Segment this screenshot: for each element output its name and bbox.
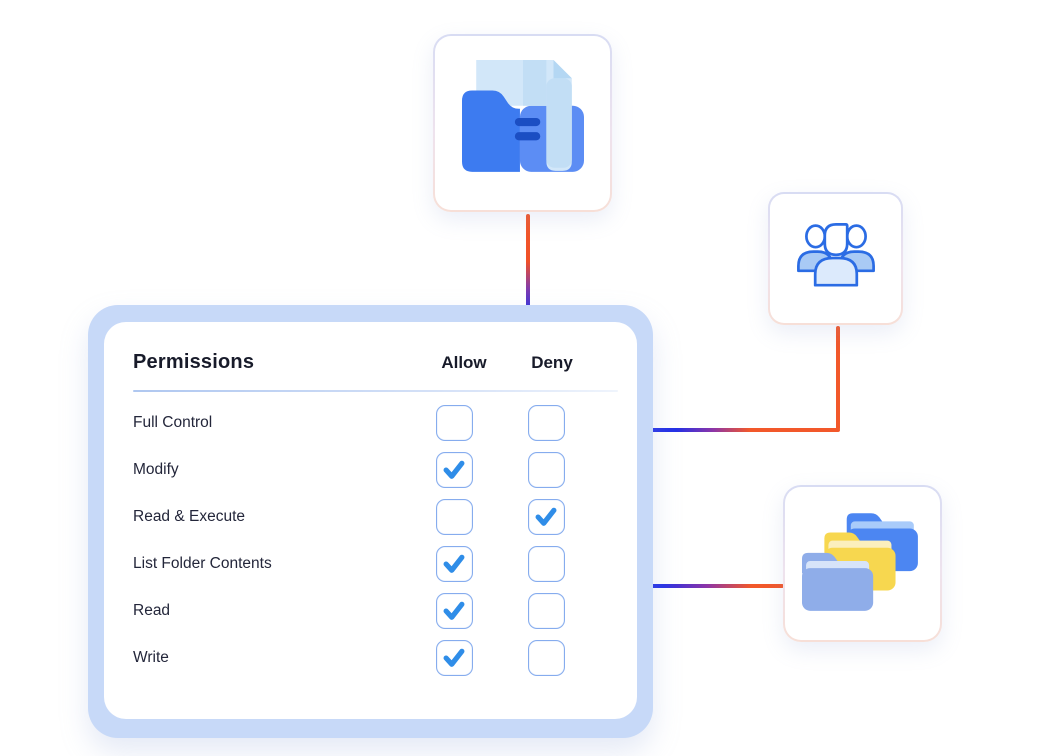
- deny-checkbox[interactable]: [528, 640, 565, 676]
- folder-document-icon: [461, 59, 584, 187]
- permission-row-label: Modify: [133, 461, 179, 478]
- permission-row-label: Read & Execute: [133, 508, 246, 525]
- header-divider: [133, 390, 618, 392]
- allow-checkbox[interactable]: [436, 499, 473, 535]
- connector-group-horizontal: [635, 428, 840, 432]
- deny-checkbox[interactable]: [528, 405, 565, 441]
- user-group-icon: [796, 218, 876, 299]
- connector-target-horizontal: [635, 584, 784, 588]
- permission-row-label: Full Control: [133, 414, 213, 431]
- permission-row: Write: [104, 640, 637, 676]
- column-header-allow: Allow: [441, 353, 487, 372]
- permission-row-label: Read: [133, 602, 171, 619]
- source-file-card: [433, 34, 612, 212]
- folder-stack-card: [783, 485, 942, 642]
- deny-checkbox[interactable]: [528, 452, 565, 488]
- deny-checkbox[interactable]: [528, 499, 565, 535]
- column-header-deny: Deny: [531, 353, 573, 372]
- user-group-card: [768, 192, 903, 325]
- permission-row: Full Control: [104, 405, 637, 441]
- connector-group-vertical: [836, 326, 840, 430]
- allow-checkbox[interactable]: [436, 405, 473, 441]
- panel-title: Permissions: [133, 351, 255, 373]
- folder-stack-icon: [801, 509, 924, 618]
- connector-source-to-panel: [526, 214, 530, 319]
- permission-row: List Folder Contents: [104, 546, 637, 582]
- permission-row: Read: [104, 593, 637, 629]
- permission-row: Modify: [104, 452, 637, 488]
- allow-checkbox[interactable]: [436, 640, 473, 676]
- deny-checkbox[interactable]: [528, 593, 565, 629]
- deny-checkbox[interactable]: [528, 546, 565, 582]
- permission-row: Read & Execute: [104, 499, 637, 535]
- allow-checkbox[interactable]: [436, 546, 473, 582]
- permission-row-label: List Folder Contents: [133, 555, 272, 572]
- allow-checkbox[interactable]: [436, 452, 473, 488]
- allow-checkbox[interactable]: [436, 593, 473, 629]
- permission-row-label: Write: [133, 649, 169, 666]
